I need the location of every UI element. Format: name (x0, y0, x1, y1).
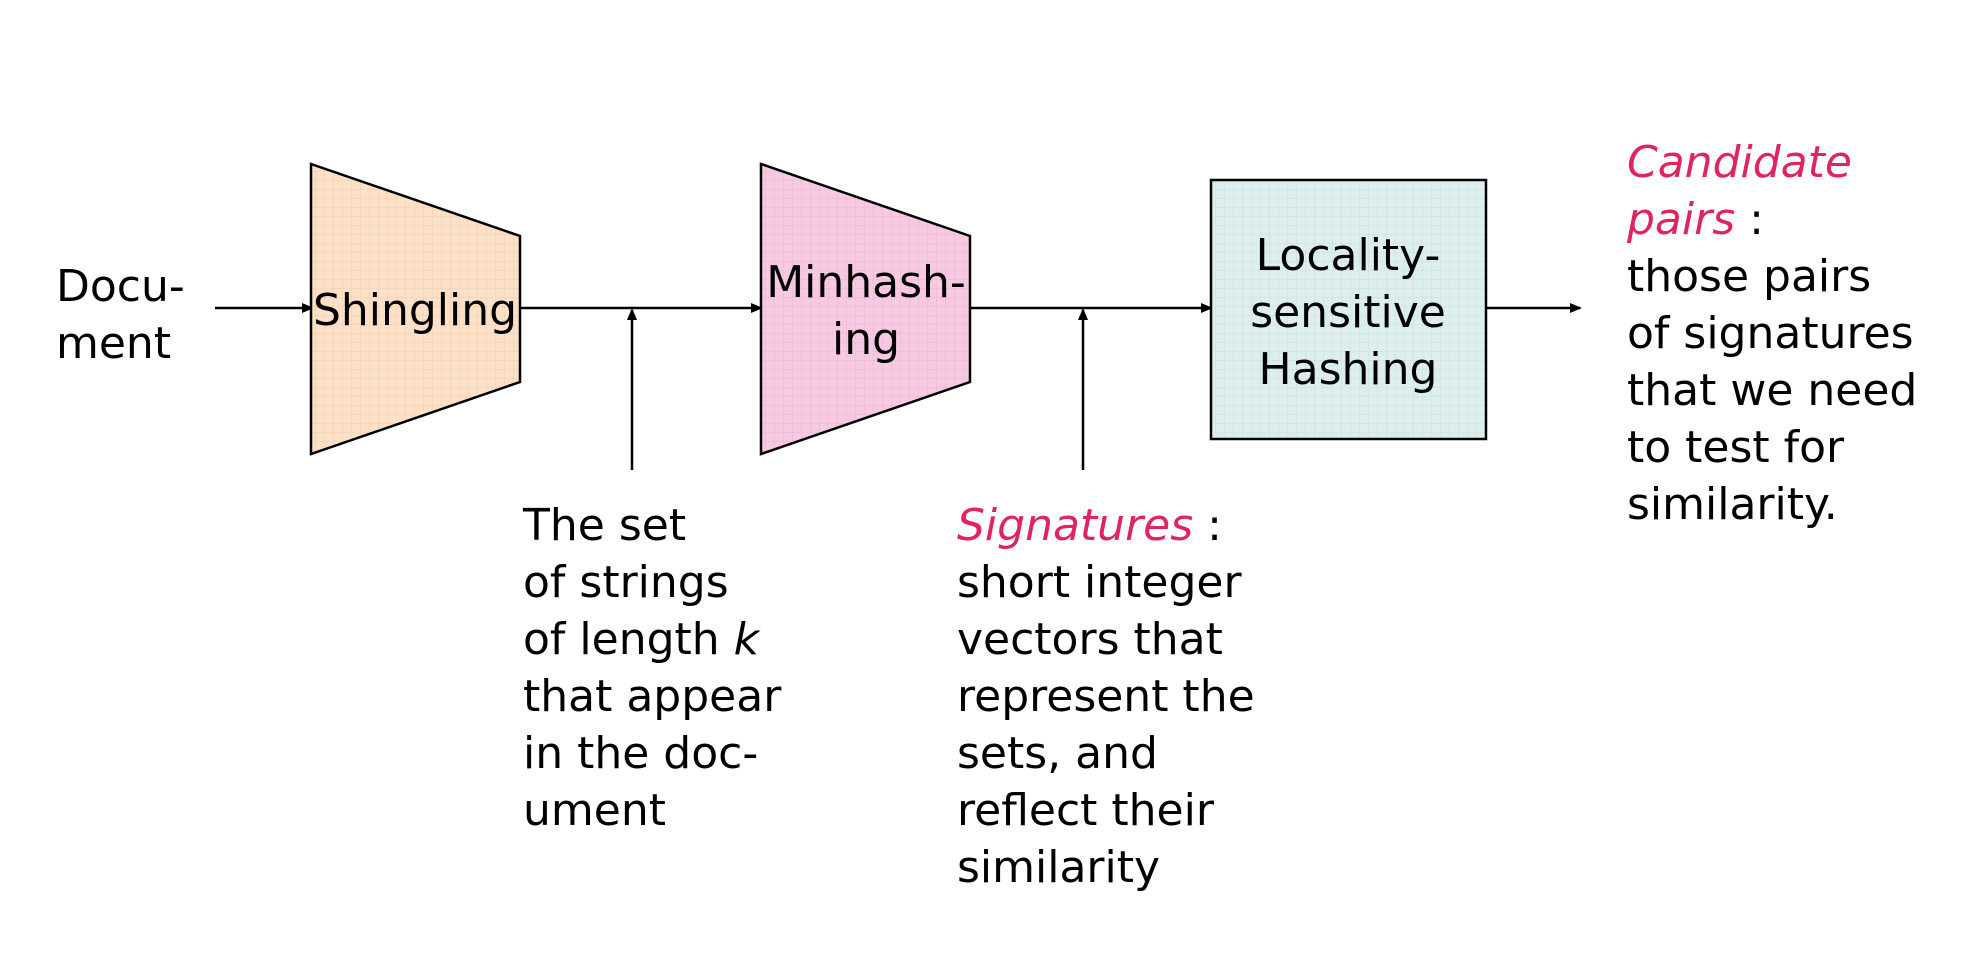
minhashing-stage: Minhash- ing (759, 162, 972, 456)
signatures-line1: Signatures : (957, 497, 1255, 554)
candidates-line4: of signatures (1627, 308, 1914, 359)
signatures-colon: : (1207, 500, 1222, 551)
candidates-line3: those pairs (1627, 251, 1872, 302)
shingles-line2: of strings (523, 557, 729, 608)
signatures-line2: short integer (957, 557, 1242, 608)
candidates-line2: pairs : (1627, 191, 1917, 248)
shingling-stage: Shingling (309, 162, 522, 456)
signatures-line5: sets, and (957, 728, 1158, 779)
shingles-line1: The set (523, 500, 687, 551)
candidates-term-line2: pairs (1627, 194, 1736, 245)
minhashing-label-line2: ing (832, 314, 900, 365)
candidates-annotation: Candidate pairs : those pairs of signatu… (1627, 134, 1917, 533)
lsh-label-line1: Locality- (1256, 230, 1441, 281)
candidates-line6: to test for (1627, 422, 1845, 473)
document-label-line1: Docu- (56, 261, 185, 312)
document-label: Docu- ment (56, 258, 185, 372)
signatures-term: Signatures (957, 500, 1194, 551)
signatures-line4: represent the (957, 671, 1255, 722)
lsh-stage: Locality- sensitive Hashing (1209, 178, 1488, 441)
candidates-line7: similarity. (1627, 479, 1838, 530)
lsh-label-line3: Hashing (1259, 344, 1438, 395)
minhashing-label-line1: Minhash- (766, 257, 966, 308)
shingles-annotation: The set of strings of length k that appe… (523, 497, 781, 839)
signatures-line7: similarity (957, 842, 1161, 893)
candidates-colon: : (1749, 194, 1764, 245)
signatures-line3: vectors that (957, 614, 1223, 665)
shingling-label: Shingling (313, 285, 517, 336)
signatures-annotation: Signatures : short integer vectors that … (957, 497, 1255, 896)
candidates-term-line1: Candidate (1627, 137, 1852, 188)
shingles-line4: that appear (523, 671, 782, 722)
signatures-line6: reflect their (957, 785, 1214, 836)
candidates-line5: that we need (1627, 365, 1918, 416)
shingles-line5: in the doc- (523, 728, 759, 779)
lsh-label-line2: sensitive (1250, 287, 1446, 338)
shingles-line3: of length k (523, 611, 781, 668)
shingles-k-variable: k (733, 614, 760, 665)
document-label-line2: ment (56, 318, 172, 369)
shingles-line3-prefix: of length (523, 614, 720, 665)
shingles-line6: ument (523, 785, 666, 836)
